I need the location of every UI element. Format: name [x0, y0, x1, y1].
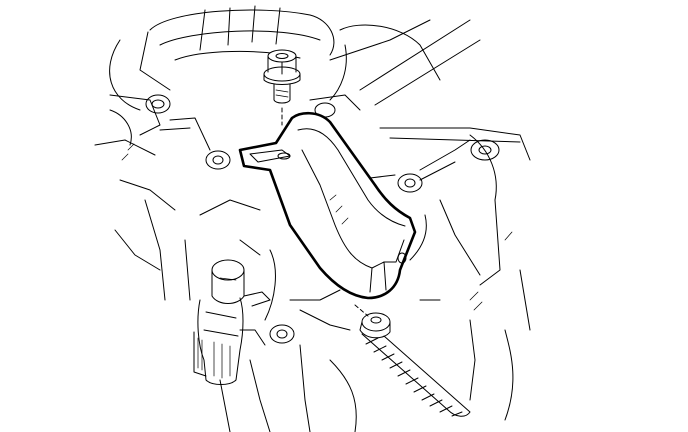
engine-housing: [94, 5, 531, 432]
tapered-screw: [354, 304, 471, 417]
mounting-bolt: [263, 49, 301, 126]
sensor-connector: [193, 259, 271, 385]
bracket: [238, 111, 417, 300]
